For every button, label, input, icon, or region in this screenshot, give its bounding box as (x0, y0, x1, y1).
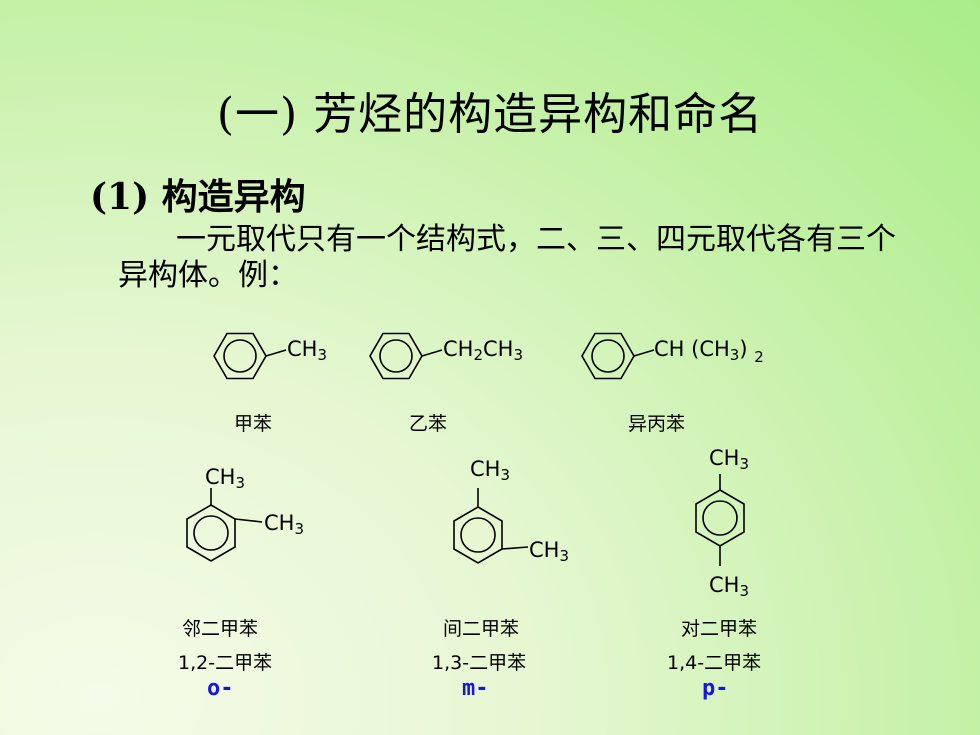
substituent-label: CH3 (709, 446, 749, 473)
substituent-label: CH3 (470, 457, 510, 484)
prefix-para: p- (702, 676, 729, 701)
toluene-structure (213, 332, 287, 380)
prefix-ortho: o- (207, 676, 234, 701)
body-paragraph: 一元取代只有一个结构式，二、三、四元取代各有三个异构体。例： (118, 222, 896, 293)
compound-name-m-xylene: 间二甲苯 (443, 618, 520, 640)
substituent-label: CH3 (709, 573, 749, 600)
ethylbenzene-structure (369, 332, 443, 380)
substituent-label: CH (CH3) 2 (654, 337, 764, 366)
p-xylene-structure (695, 474, 745, 566)
systematic-name-o-xylene: 1,2-二甲苯 (178, 652, 273, 674)
prefix-meta: m- (462, 676, 489, 701)
systematic-name-m-xylene: 1,3-二甲苯 (432, 652, 527, 674)
page-title: (一) 芳烃的构造异构和命名 (216, 89, 764, 140)
compound-name-p-xylene: 对二甲苯 (681, 618, 758, 640)
compound-name-o-xylene: 邻二甲苯 (182, 618, 259, 640)
compound-name-ethylbenzene: 乙苯 (409, 413, 448, 435)
substituent-label: CH3 (287, 337, 327, 364)
m-xylene-structure (453, 488, 529, 564)
section-heading: (1) 构造异构 (90, 176, 306, 218)
cumene-structure (581, 332, 655, 380)
compound-name-cumene: 异丙苯 (628, 413, 686, 435)
o-xylene-structure (186, 488, 263, 562)
substituent-label: CH3 (205, 465, 245, 492)
substituent-label: CH3 (529, 538, 569, 565)
compound-name-toluene: 甲苯 (234, 413, 273, 435)
systematic-name-p-xylene: 1,4-二甲苯 (667, 652, 762, 674)
substituent-label: CH2CH3 (443, 337, 523, 364)
substituent-label: CH3 (264, 511, 304, 538)
